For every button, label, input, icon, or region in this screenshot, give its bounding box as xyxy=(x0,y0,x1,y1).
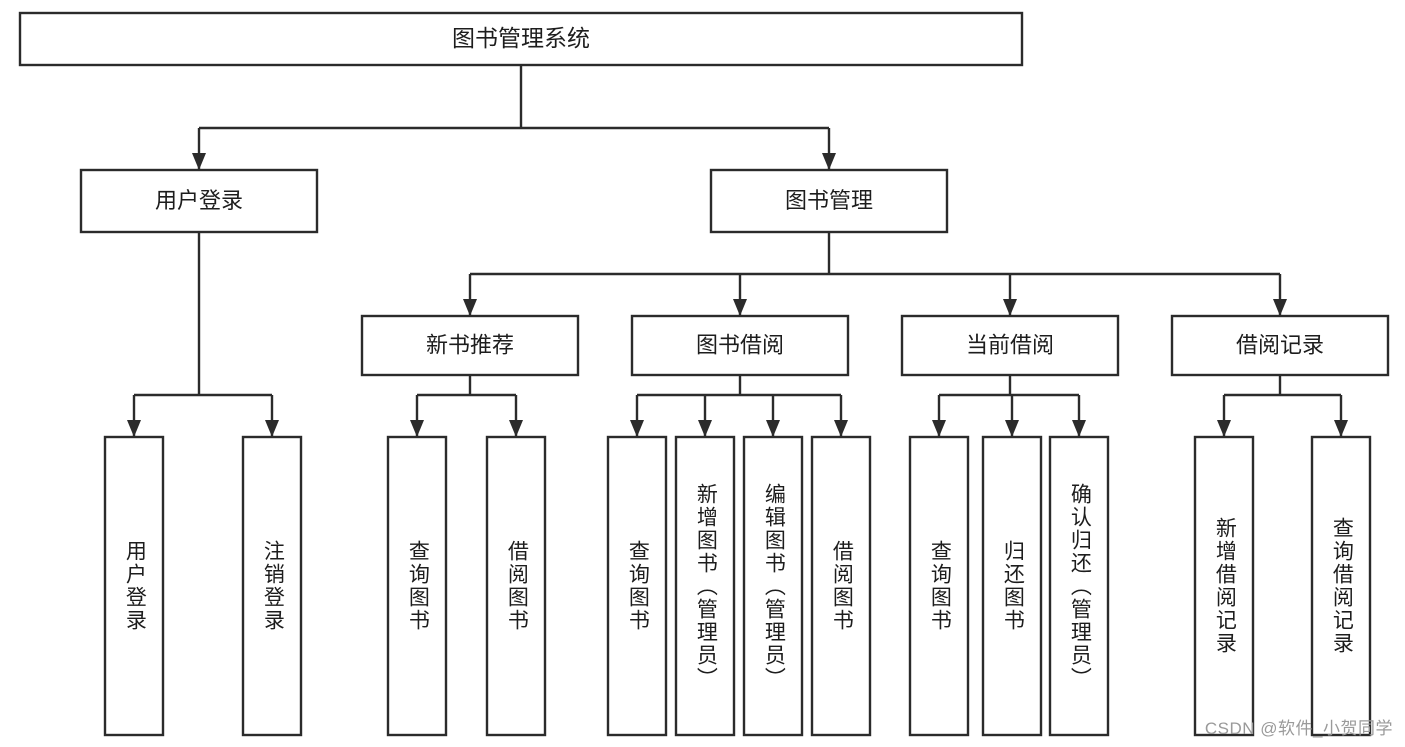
node-box-user-login[interactable] xyxy=(79,168,319,234)
arrow-head-icon xyxy=(463,299,477,316)
node-box-borrow-record[interactable] xyxy=(1170,314,1390,377)
node-box-leaf-add-record[interactable] xyxy=(1193,435,1255,737)
arrow-head-icon xyxy=(932,420,946,437)
node-boxes-layer xyxy=(18,11,1390,737)
node-box-leaf-borrow-book-1[interactable] xyxy=(485,435,547,737)
node-box-leaf-logout[interactable] xyxy=(241,435,303,737)
arrow-head-icon xyxy=(834,420,848,437)
watermark-text: CSDN @软件_小贺同学 xyxy=(1204,719,1393,738)
node-box-new-book-recommend[interactable] xyxy=(360,314,580,377)
arrow-head-icon xyxy=(1003,299,1017,316)
node-label-book-manage: 图书管理 xyxy=(785,188,873,213)
node-box-book-borrow[interactable] xyxy=(630,314,850,377)
arrow-head-icon xyxy=(265,420,279,437)
node-label-root: 图书管理系统 xyxy=(452,25,590,51)
arrow-head-icon xyxy=(1334,420,1348,437)
arrow-head-icon xyxy=(766,420,780,437)
arrow-head-icon xyxy=(127,420,141,437)
node-box-leaf-query-book-1[interactable] xyxy=(386,435,448,737)
arrow-head-icon xyxy=(822,153,836,170)
node-box-leaf-return-book[interactable] xyxy=(981,435,1043,737)
arrow-head-icon xyxy=(733,299,747,316)
arrow-head-icon xyxy=(1072,420,1086,437)
node-box-leaf-query-record[interactable] xyxy=(1310,435,1372,737)
arrow-head-icon xyxy=(509,420,523,437)
node-box-leaf-edit-book[interactable] xyxy=(742,435,804,737)
node-label-book-borrow: 图书借阅 xyxy=(696,332,784,357)
node-box-leaf-borrow-book-2[interactable] xyxy=(810,435,872,737)
node-label-new-book-recommend: 新书推荐 xyxy=(426,332,514,357)
arrow-head-icon xyxy=(1217,420,1231,437)
node-box-book-manage[interactable] xyxy=(709,168,949,234)
node-box-leaf-query-book-3[interactable] xyxy=(908,435,970,737)
arrow-head-icon xyxy=(630,420,644,437)
node-label-current-borrow: 当前借阅 xyxy=(966,332,1054,357)
arrow-head-icon xyxy=(1005,420,1019,437)
arrow-head-icon xyxy=(698,420,712,437)
connectors-layer xyxy=(127,65,1348,437)
node-box-leaf-add-book[interactable] xyxy=(674,435,736,737)
node-box-current-borrow[interactable] xyxy=(900,314,1120,377)
arrow-head-icon xyxy=(410,420,424,437)
arrow-head-icon xyxy=(1273,299,1287,316)
node-label-borrow-record: 借阅记录 xyxy=(1236,332,1324,357)
node-box-root[interactable] xyxy=(18,11,1024,67)
node-box-leaf-query-book-2[interactable] xyxy=(606,435,668,737)
node-box-leaf-user-login[interactable] xyxy=(103,435,165,737)
node-box-leaf-confirm-return[interactable] xyxy=(1048,435,1110,737)
node-label-user-login: 用户登录 xyxy=(155,188,243,213)
arrow-head-icon xyxy=(192,153,206,170)
